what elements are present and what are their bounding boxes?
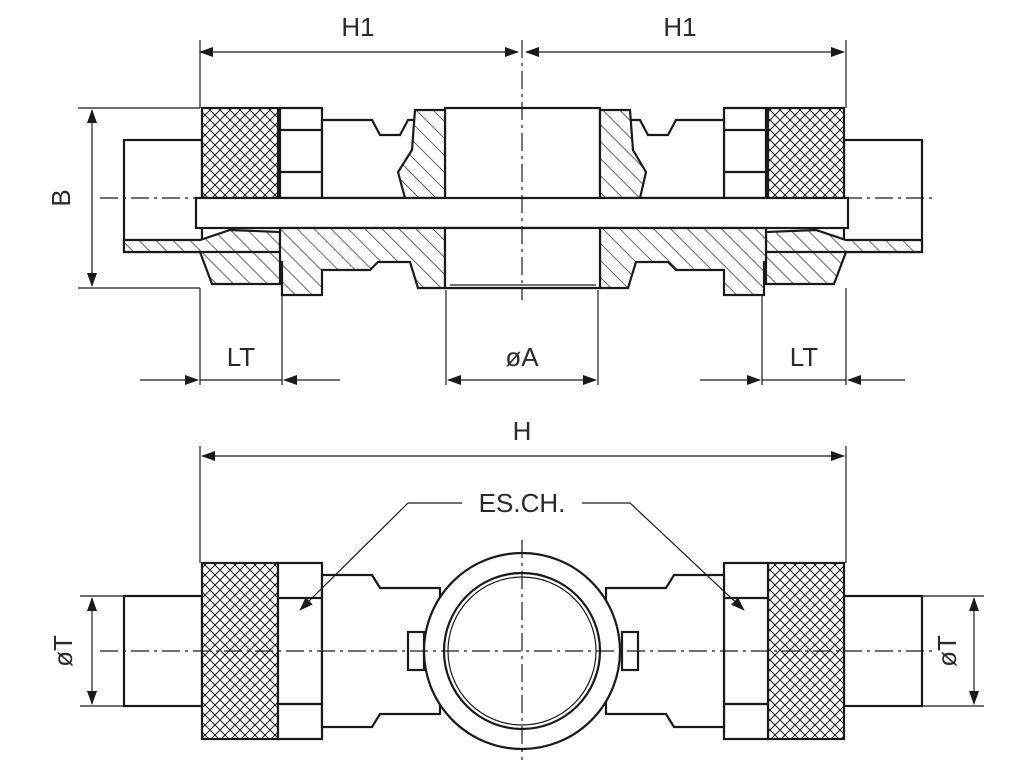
left-hex-nut [278, 106, 324, 200]
dimension-b: B [46, 107, 200, 289]
dimension-h: H [199, 416, 847, 563]
b-label: B [46, 189, 76, 206]
dimension-lt-left: LT [140, 288, 340, 385]
right-hex-nut [722, 106, 768, 200]
dimension-h1-left: H1 [199, 12, 519, 108]
right-knurled-nut [766, 106, 846, 200]
es-ch-callout: ES.CH. [299, 488, 745, 611]
dimension-a: øA [445, 290, 599, 385]
left-knurled-nut [200, 106, 280, 200]
t-left-label: øT [48, 635, 78, 667]
top-view-section [100, 40, 935, 300]
es-ch-label: ES.CH. [479, 488, 566, 518]
lt-right-label: LT [790, 342, 819, 372]
a-label: øA [505, 342, 539, 372]
t-right-label: øT [932, 635, 962, 667]
h1-right-label: H1 [663, 12, 696, 42]
dimension-lt-right: LT [700, 288, 905, 385]
dimension-t-right: øT [922, 595, 984, 707]
h-label: H [513, 416, 532, 446]
dimension-t-left: øT [48, 595, 124, 707]
bottom-view [100, 540, 935, 760]
lt-left-label: LT [227, 342, 256, 372]
dimension-h1-right: H1 [525, 12, 847, 108]
h1-left-label: H1 [341, 12, 374, 42]
